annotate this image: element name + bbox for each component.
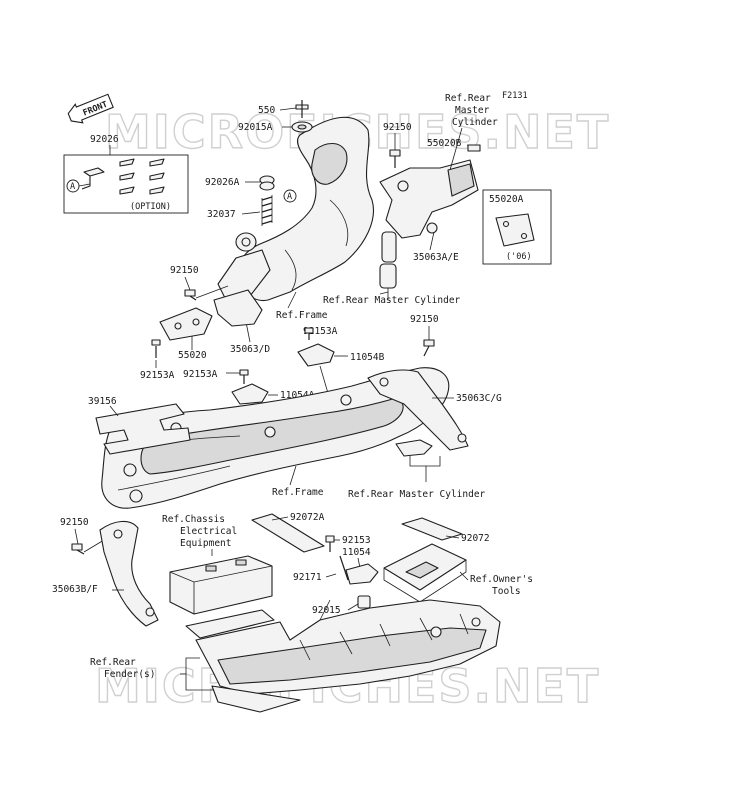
- bracket-11054a: [231, 383, 269, 405]
- bracket-35063cg: [367, 369, 469, 451]
- bolt-92150-right: [423, 339, 435, 357]
- label-92150-bottom: 92150: [60, 517, 89, 528]
- damper-92015: [357, 595, 371, 609]
- label-35063ae: 35063A/E: [413, 252, 459, 263]
- strap-92072a: [251, 513, 325, 553]
- label-39156: 39156: [88, 396, 117, 407]
- label-32037: 32037: [207, 209, 236, 220]
- ref-frame-bottom: Ref.Frame: [272, 487, 324, 498]
- ref-rmc-mid: Ref.Rear Master Cylinder: [323, 295, 461, 306]
- footrest-bracket-left: [213, 289, 263, 327]
- bracket-55020b: [379, 159, 479, 239]
- label-92072a: 92072A: [290, 512, 325, 523]
- ref-chassis-l2: Electrical: [180, 526, 237, 537]
- label-92171: 92171: [293, 572, 322, 583]
- battery: [169, 555, 273, 615]
- collar-92026a: [259, 175, 275, 191]
- bolt-92153: [325, 535, 335, 552]
- label-92015a: 92015A: [238, 122, 273, 133]
- label-55020b: 55020B: [427, 138, 462, 149]
- ref-rmc-top-l1: Ref.Rear: [445, 93, 491, 104]
- label-92153a-top: 92153A: [303, 326, 338, 337]
- strap-92072: [401, 517, 463, 541]
- rear-fender: [185, 599, 501, 713]
- label-55020: 55020: [178, 350, 207, 361]
- bolt-55020b-side: [467, 144, 481, 152]
- bolt-92150-left: [184, 289, 197, 301]
- bracket-35063bf: [99, 520, 159, 627]
- owners-tools-bag: [383, 543, 467, 603]
- bolt-92153a-left: [151, 339, 161, 358]
- shim-clips-group: [81, 158, 165, 195]
- spring-32037: [261, 195, 273, 226]
- bracket-11054b: [297, 343, 335, 367]
- label-92153a-mid: 92153A: [183, 369, 218, 380]
- label-92153: 92153: [342, 535, 371, 546]
- label-92026a: 92026A: [205, 177, 240, 188]
- ref-fender-l2: Fender(s): [104, 669, 155, 680]
- rmc-mount-bracket: [395, 439, 433, 457]
- label-11054b: 11054B: [350, 352, 385, 363]
- label-35063cg: 35063C/G: [456, 393, 502, 404]
- ref-chassis-l1: Ref.Chassis: [162, 514, 225, 525]
- option-label: (OPTION): [130, 202, 171, 212]
- label-92150-top: 92150: [383, 122, 412, 133]
- clip-92171: [339, 555, 349, 581]
- ref-rmc-top-l3: Cylinder: [452, 117, 498, 128]
- bracket-55020: [159, 307, 213, 341]
- ref-frame-top: Ref.Frame: [276, 310, 328, 321]
- rear-subframe: [101, 367, 450, 509]
- ref-chassis-l3: Equipment: [180, 538, 231, 549]
- bolt-92150-bottom: [71, 543, 85, 555]
- damper-92015a: [291, 121, 313, 133]
- label-11054: 11054: [342, 547, 371, 558]
- bolt-92150-top: [389, 149, 401, 168]
- year-label: ('06): [506, 252, 532, 262]
- figure-code: F2131: [502, 91, 528, 101]
- label-550: 550: [258, 105, 275, 116]
- pad-39156: [95, 403, 191, 455]
- bolt-92153a-mid: [239, 369, 249, 384]
- ref-owners-l2: Tools: [492, 586, 521, 597]
- variant-box-06: [482, 189, 552, 265]
- bracket-11054: [345, 563, 379, 585]
- ref-rmc-top-l2: Master: [455, 105, 490, 116]
- ref-rmc-bottom: Ref.Rear Master Cylinder: [348, 489, 486, 500]
- label-55020a: 55020A: [489, 194, 524, 205]
- ref-circle-a-left-text: A: [70, 182, 75, 192]
- bolt-92153a-top: [304, 327, 314, 340]
- bracket-55020a: [495, 213, 535, 247]
- ref-circle-a-right: [283, 189, 297, 203]
- label-92072: 92072: [461, 533, 490, 544]
- ref-owners-l1: Ref.Owner's: [470, 574, 533, 585]
- ref-fender-l1: Ref.Rear: [90, 657, 136, 668]
- label-92153a-left: 92153A: [140, 370, 175, 381]
- label-35063bf: 35063B/F: [52, 584, 98, 595]
- label-35063d: 35063/D: [230, 344, 270, 355]
- subframe-upper: [217, 116, 374, 302]
- ref-circle-a-right-text: A: [287, 192, 292, 202]
- option-box: [63, 154, 189, 214]
- label-92150-right: 92150: [410, 314, 439, 325]
- bolt-550: [295, 100, 309, 118]
- label-92150-left: 92150: [170, 265, 199, 276]
- label-11054a: 11054A: [280, 390, 315, 401]
- label-92015: 92015: [312, 605, 341, 616]
- label-92026: 92026: [90, 134, 119, 145]
- rear-master-cylinder: [379, 231, 397, 300]
